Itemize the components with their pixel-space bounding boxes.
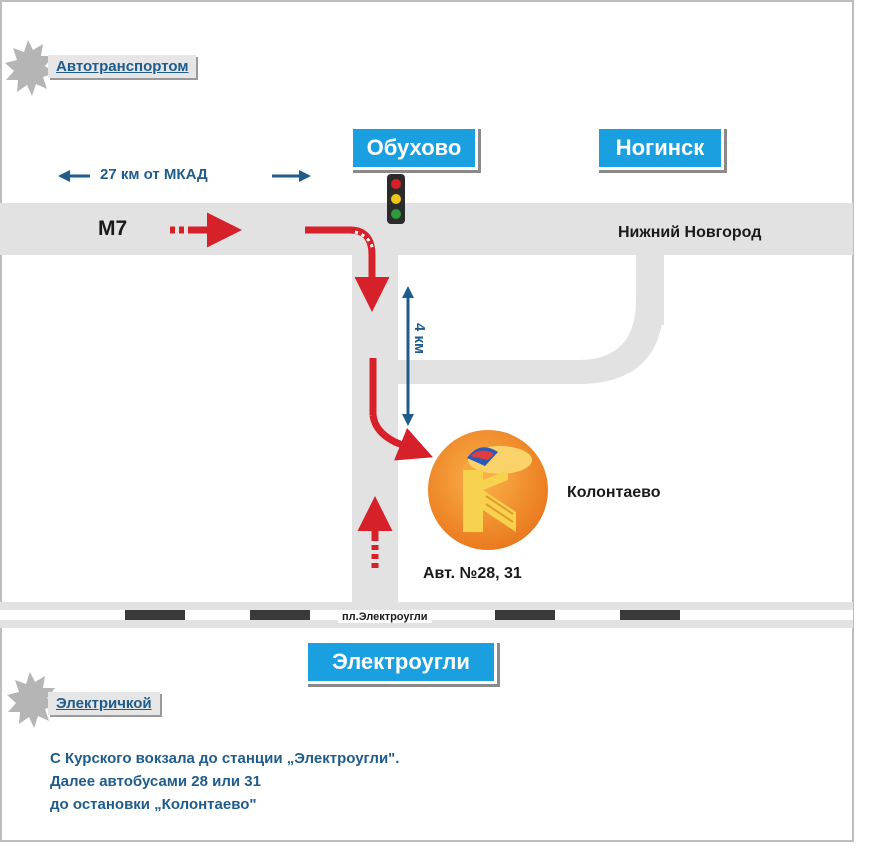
label-nizhny-novgorod: Нижний Новгород	[618, 224, 762, 241]
traffic-light-icon	[387, 174, 405, 224]
sign-noginsk: Ногинск	[596, 126, 724, 170]
route	[170, 212, 433, 568]
instruction-line-2: Далее автобусами 28 или 31	[50, 773, 261, 790]
map-frame	[0, 0, 854, 842]
sign-obukhovo: Обухово	[350, 126, 478, 170]
section-auto-label: Автотранспортом	[48, 55, 197, 78]
route-to-kolontaevo	[369, 414, 433, 461]
sign-elektrougli: Электроугли	[305, 640, 497, 684]
label-distance-mkad: 27 км от МКАД	[100, 166, 208, 183]
road-noginsk-curve	[578, 300, 664, 384]
label-kolontaevo: Колонтаево	[567, 484, 661, 501]
instruction-line-1: С Курского вокзала до станции „Электроуг…	[50, 750, 400, 767]
kolontaevo-logo-icon	[428, 430, 548, 550]
label-highway-m7: М7	[98, 217, 128, 240]
road-to-kolontaevo-branch	[398, 360, 578, 384]
route-turn	[305, 226, 376, 285]
starburst-icon-bottom	[7, 672, 57, 728]
instruction-line-3: до остановки „Колонтаево"	[50, 796, 257, 813]
road-m7	[0, 203, 853, 255]
roads	[0, 203, 853, 610]
label-four-km: 4 км	[411, 323, 428, 355]
section-train-label: Электричкой	[48, 692, 160, 715]
label-station: пл.Электроугли	[338, 611, 432, 623]
label-bus-routes: Авт. №28, 31	[423, 565, 522, 582]
starburst-icon-top	[5, 40, 55, 96]
dimension-arrows	[58, 170, 414, 426]
route-turn-dash	[354, 230, 375, 251]
